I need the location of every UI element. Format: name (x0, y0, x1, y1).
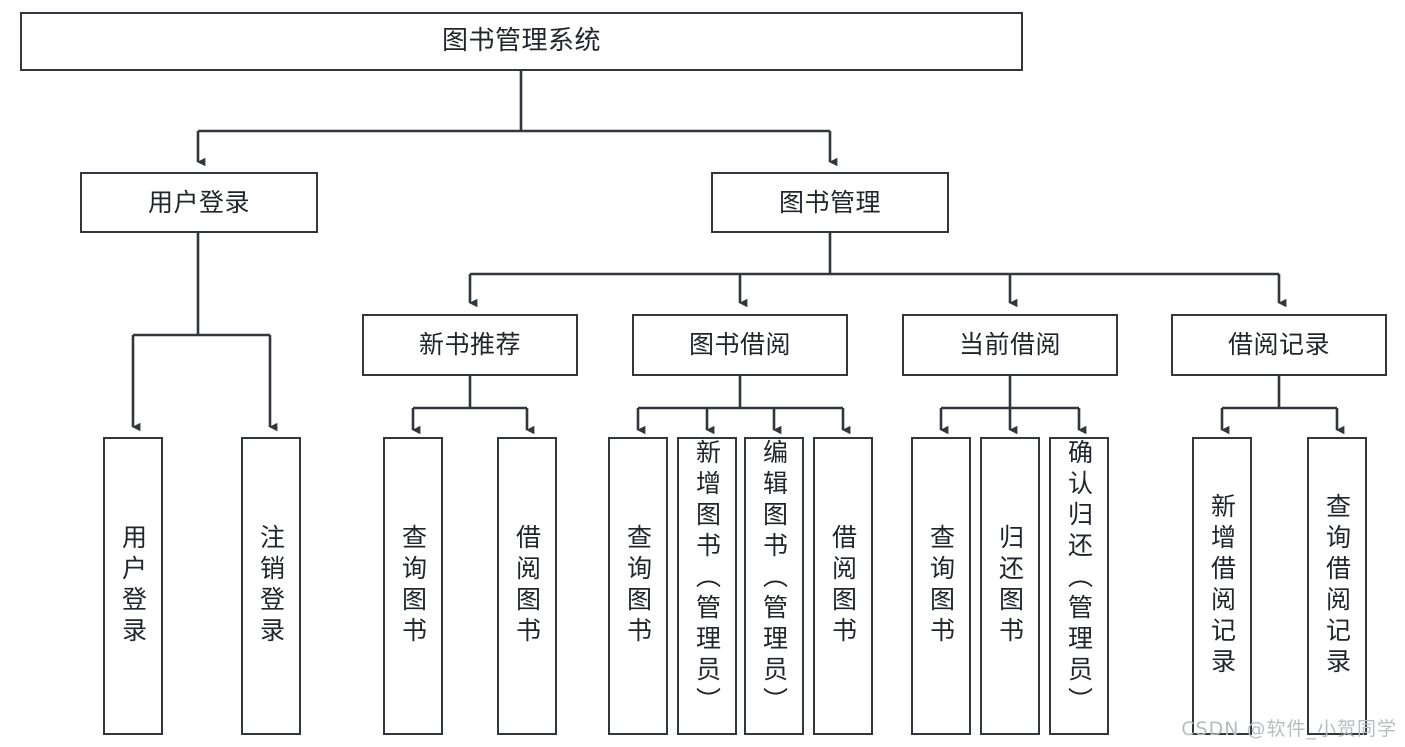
node-label: 借阅图书 (512, 524, 542, 648)
leaf-book-borrow-query-book[interactable]: 查询图书 (608, 437, 668, 735)
node-book-borrow[interactable]: 图书借阅 (632, 314, 848, 376)
node-label: 借阅图书 (828, 524, 858, 648)
leaf-book-borrow-borrow-book[interactable]: 借阅图书 (813, 437, 873, 735)
node-label: 新增借阅记录 (1207, 493, 1237, 679)
leaf-book-borrow-add-book-admin[interactable]: 新增图书（管理员） (677, 437, 737, 735)
leaf-new-book-query-book[interactable]: 查询图书 (383, 437, 443, 735)
node-label: 图书借阅 (688, 330, 791, 360)
leaf-current-borrow-query-book[interactable]: 查询图书 (911, 437, 971, 735)
leaf-borrow-record-query-record[interactable]: 查询借阅记录 (1307, 437, 1367, 735)
leaf-current-borrow-return-book[interactable]: 归还图书 (980, 437, 1040, 735)
node-new-book-recommend[interactable]: 新书推荐 (362, 314, 578, 376)
node-label: 确认归还（管理员） (1064, 439, 1094, 718)
node-label: 图书管理系统 (441, 26, 601, 57)
node-label: 新书推荐 (418, 330, 521, 360)
node-book-management[interactable]: 图书管理 (711, 172, 949, 233)
node-label: 借阅记录 (1227, 330, 1330, 360)
node-label: 注销登录 (256, 524, 286, 648)
node-label: 查询图书 (623, 524, 653, 648)
node-label: 编辑图书（管理员） (759, 439, 789, 718)
node-root-book-management-system[interactable]: 图书管理系统 (20, 12, 1023, 71)
leaf-borrow-record-add-record[interactable]: 新增借阅记录 (1192, 437, 1252, 735)
node-current-borrow[interactable]: 当前借阅 (902, 314, 1118, 376)
csdn-watermark: CSDN @软件_小贺同学 (1181, 718, 1397, 740)
node-user-login[interactable]: 用户登录 (80, 172, 318, 233)
leaf-book-borrow-edit-book-admin[interactable]: 编辑图书（管理员） (744, 437, 804, 735)
node-label: 查询借阅记录 (1322, 493, 1352, 679)
node-label: 用户登录 (118, 524, 148, 648)
node-label: 图书管理 (778, 187, 881, 217)
node-borrow-record[interactable]: 借阅记录 (1171, 314, 1387, 376)
node-label: 用户登录 (147, 187, 250, 217)
node-label: 查询图书 (926, 524, 956, 648)
leaf-user-login-logout[interactable]: 注销登录 (241, 437, 301, 735)
leaf-current-borrow-confirm-return-admin[interactable]: 确认归还（管理员） (1049, 437, 1109, 735)
leaf-user-login-login[interactable]: 用户登录 (103, 437, 163, 735)
leaf-new-book-borrow-book[interactable]: 借阅图书 (497, 437, 557, 735)
node-label: 查询图书 (398, 524, 428, 648)
node-label: 新增图书（管理员） (692, 439, 722, 718)
node-label: 归还图书 (995, 524, 1025, 648)
node-label: 当前借阅 (958, 330, 1061, 360)
